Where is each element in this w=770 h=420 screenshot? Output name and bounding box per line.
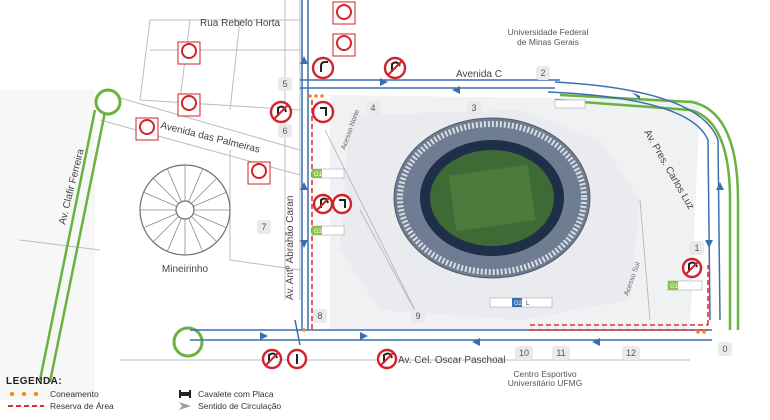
legend: LEGENDA: Coneamento Reserva de Área Cava… [6, 376, 326, 418]
point-7-bg [257, 220, 271, 234]
point-9: 9 [415, 311, 420, 321]
reserve-legend-icon [8, 405, 44, 407]
tag-l: L [526, 301, 530, 307]
point-7: 7 [261, 222, 266, 232]
legend-sentido: Sentido de Circulação [198, 401, 282, 411]
point-1: 1 [694, 243, 699, 253]
label-centro-1: Centro Esportivo [513, 369, 577, 379]
cone-legend-icon [9, 391, 39, 397]
point-4-bg [366, 101, 380, 115]
point-10: 10 [519, 348, 529, 358]
point-3: 3 [471, 103, 476, 113]
parking-sign-boxes [135, 1, 356, 185]
point-2-bg [536, 66, 550, 80]
traffic-signs [261, 56, 703, 370]
point-8-bg [313, 309, 327, 323]
point-11: 11 [556, 348, 565, 358]
label-ufmg-2: de Minas Gerais [517, 37, 579, 47]
legend-cavalete: Cavalete com Placa [198, 389, 274, 399]
street-grid [19, 0, 690, 361]
direction-legend-icon [179, 402, 191, 410]
point-6-bg [278, 124, 292, 138]
mineirao-stadium [393, 117, 591, 279]
point-4: 4 [370, 103, 375, 113]
point-2: 2 [540, 68, 545, 78]
tag-g1-right: G1 [670, 284, 679, 290]
legend-reserva: Reserva de Área [50, 401, 114, 411]
tag-g2: G2 [514, 301, 523, 307]
main-roads [190, 0, 721, 346]
point-5-bg [278, 77, 292, 91]
point-9-bg [411, 309, 425, 323]
tag-g1-left: G1 [314, 172, 323, 178]
point-0-bg [718, 342, 732, 356]
circulation-arrows [260, 56, 724, 346]
point-12-bg [622, 346, 640, 360]
point-3-bg [467, 101, 481, 115]
roundabouts [94, 88, 204, 358]
point-5: 5 [282, 79, 287, 89]
point-10-bg [515, 346, 533, 360]
point-6: 6 [282, 126, 287, 136]
cones [302, 94, 706, 334]
pedestrian-paths [38, 93, 740, 383]
label-av-abrahao: Av. Antº Abrahão Caran [285, 196, 296, 300]
point-11-bg [552, 346, 570, 360]
barrier-legend-icon [179, 390, 191, 398]
label-av-oscar-paschoal: Av. Cel. Oscar Paschoal [398, 355, 505, 366]
point-1-bg [690, 241, 704, 255]
point-8: 8 [317, 311, 322, 321]
point-0: 0 [722, 344, 727, 354]
label-mineirinho: Mineirinho [162, 264, 209, 275]
point-markers: 0 1 2 3 4 5 6 7 8 9 10 11 12 [257, 66, 732, 360]
legend-title: LEGENDA: [6, 376, 63, 387]
label-avenida-c: Avenida C [456, 69, 502, 80]
mineirinho-arena [139, 164, 231, 256]
label-ufmg-1: Universidade Federal [508, 27, 589, 37]
legend-coneamento: Coneamento [50, 389, 99, 399]
tag-g3: G3 [314, 229, 323, 235]
label-rua-rebelo-horta: Rua Rebelo Horta [200, 18, 280, 29]
reserve-area-lines [311, 100, 709, 331]
parking-tag-boxes [311, 99, 703, 308]
point-12: 12 [626, 348, 636, 358]
label-centro-2: Universitário UFMG [508, 378, 583, 388]
